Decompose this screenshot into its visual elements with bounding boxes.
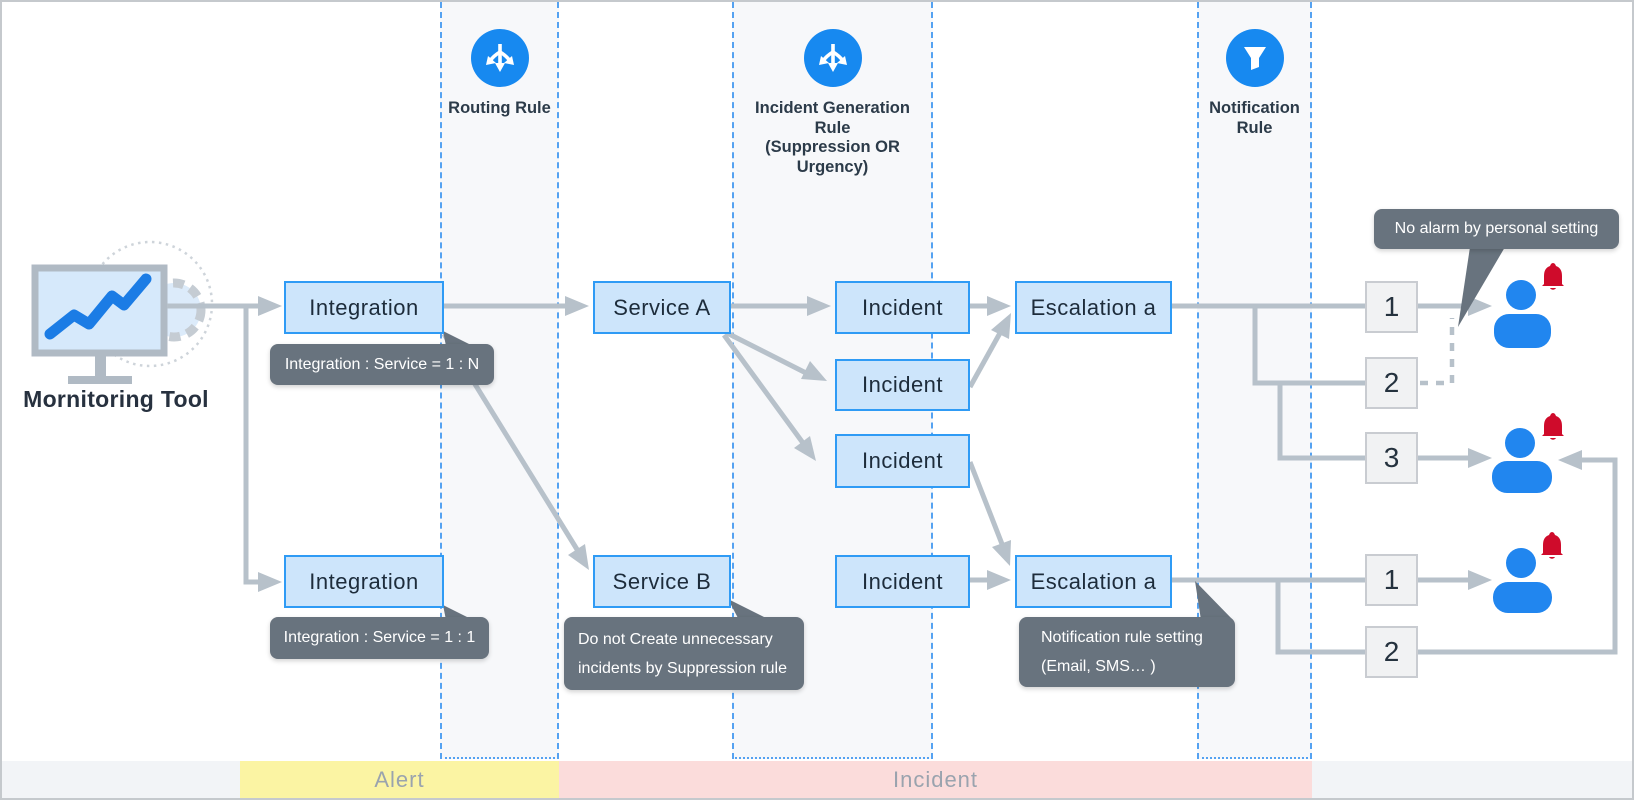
routing-arrows-icon <box>470 29 529 87</box>
integration-node-2: Integration <box>284 555 444 608</box>
escalation-level-1-bottom: 1 <box>1365 554 1418 606</box>
tooltip-tails <box>443 247 1505 620</box>
chart-line-glyph <box>44 273 152 340</box>
incident-node-b: Incident <box>835 555 970 608</box>
connector-line <box>1275 580 1365 655</box>
tooltip-notification-setting: Notification rule setting (Email, SMS… ) <box>1019 617 1235 687</box>
connector-line <box>721 333 806 445</box>
incident-phase-band: Incident <box>559 761 1312 798</box>
escalation-level-2-bottom: 2 <box>1365 626 1418 678</box>
arrowhead <box>1468 570 1492 590</box>
monitor-stand <box>95 356 106 377</box>
connector-line <box>243 306 260 585</box>
arrowhead <box>987 296 1011 316</box>
routing-rule-label: Routing Rule <box>448 99 551 117</box>
incident-generation-rule-header: Incident Generation Rule (Suppression OR… <box>734 29 931 177</box>
connector-line <box>1252 306 1365 386</box>
tooltip-tail <box>443 605 473 620</box>
connector-line <box>1418 457 1618 655</box>
arrowhead <box>565 296 589 316</box>
tooltip-tail <box>728 599 770 620</box>
arrowhead <box>794 436 816 461</box>
funnel-icon <box>1225 29 1284 87</box>
tooltip-tail <box>1458 247 1505 327</box>
arrowhead <box>807 296 831 316</box>
arrowhead <box>991 313 1011 339</box>
arrowhead <box>1468 448 1492 468</box>
user-icon <box>1494 280 1551 348</box>
arrowhead <box>1468 296 1492 316</box>
bell-icon <box>1541 532 1563 559</box>
incident-generation-rule-label: Incident Generation Rule (Suppression OR… <box>755 99 910 176</box>
monitoring-tool-label: Mornitoring Tool <box>23 386 209 412</box>
incident-phase-label: Incident <box>892 766 979 792</box>
monitoring-tool-icon <box>31 240 214 384</box>
arrowhead <box>987 570 1011 590</box>
routing-rule-header: Routing Rule <box>442 29 557 119</box>
escalation-level-3-top: 3 <box>1365 432 1418 484</box>
escalation-level-1-top: 1 <box>1365 281 1418 333</box>
bell-icon <box>1542 413 1564 440</box>
tooltip-integration-service-1n: Integration : Service = 1 : N <box>270 344 494 385</box>
arrowhead <box>568 544 589 570</box>
tooltip-integration-service-11: Integration : Service = 1 : 1 <box>270 617 489 659</box>
incident-node-a1: Incident <box>835 281 970 334</box>
connector-line <box>967 331 1003 389</box>
tooltip-tail <box>443 331 473 346</box>
arrowhead <box>801 361 827 381</box>
monitor-base <box>68 376 132 384</box>
notification-rule-label: Notification Rule <box>1209 99 1300 137</box>
user-icon <box>1492 428 1552 493</box>
alert-phase-band: Alert <box>240 761 559 798</box>
notification-rule-header: Notification Rule <box>1199 29 1310 138</box>
arrowheads <box>258 296 1582 592</box>
tooltip-no-alarm: No alarm by personal setting <box>1374 209 1619 249</box>
escalation-level-2-top: 2 <box>1365 357 1418 409</box>
connector-line <box>967 461 1005 545</box>
phase-band-row: Alert Incident <box>2 761 1632 798</box>
user-icons <box>1492 263 1564 613</box>
arrowhead <box>258 296 282 316</box>
arrowhead <box>1558 450 1582 470</box>
connector-line <box>1277 383 1365 461</box>
incident-node-a3: Incident <box>835 434 970 488</box>
integration-node-1: Integration <box>284 281 444 334</box>
suppressed-notification-dashed-line <box>1420 318 1455 386</box>
tooltip-suppression-note: Do not Create unnecessary incidents by S… <box>564 617 804 690</box>
routing-arrows-icon <box>803 29 862 87</box>
escalation-node-bottom: Escalation a <box>1015 555 1172 608</box>
service-b-node: Service B <box>593 555 731 608</box>
incident-node-a2: Incident <box>835 359 970 411</box>
connector-line <box>725 330 810 377</box>
user-icon <box>1493 548 1552 613</box>
bell-icon <box>1542 263 1564 290</box>
arrowhead <box>258 572 282 592</box>
service-a-node: Service A <box>593 281 731 334</box>
arrowhead <box>992 540 1011 566</box>
alert-phase-label: Alert <box>374 766 425 792</box>
tooltip-tail <box>1195 581 1233 620</box>
escalation-node-top: Escalation a <box>1015 281 1172 334</box>
